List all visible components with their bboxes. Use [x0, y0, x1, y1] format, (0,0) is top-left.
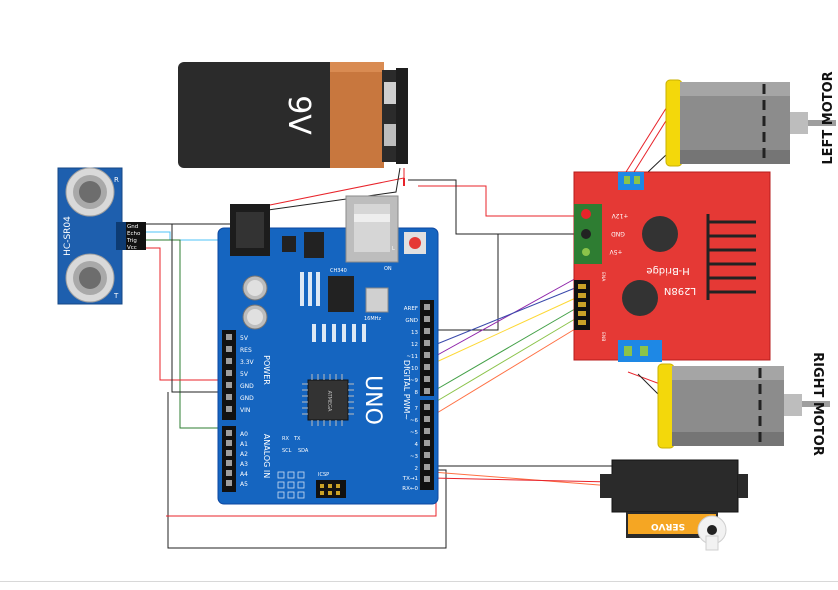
- arduino-analog-pin: A2: [240, 451, 248, 458]
- wire-enb: [432, 326, 580, 416]
- arduino-digital-pin: RX←0: [402, 486, 418, 492]
- arduino-power-pin: 5V: [240, 371, 249, 378]
- right-motor-label: RIGHT MOTOR: [810, 352, 825, 456]
- arduino-power-pin: 5V: [240, 335, 249, 342]
- arduino-aux-label: TX: [293, 436, 301, 442]
- arduino-analog-pin: A3: [240, 461, 248, 468]
- arduino-aux-label: CH340: [330, 268, 347, 274]
- battery-9v: 9V: [178, 62, 408, 168]
- wire-in4: [432, 316, 580, 404]
- arduino-aux-label: SDA: [298, 448, 309, 454]
- arduino-aux-label: ICSP: [318, 472, 329, 478]
- arduino-aux-label: L: [392, 246, 395, 252]
- arduino-digital-pin: ~11: [406, 354, 418, 360]
- driver-power-pin-12v: +12V: [611, 212, 629, 219]
- battery-voltage-label: 9V: [281, 95, 316, 135]
- arduino-analog-header-label: ANALOG IN: [262, 434, 271, 479]
- driver-jumper-ena: ENA: [600, 272, 606, 282]
- arduino-digital-pin: ~10: [406, 366, 418, 372]
- ultrasonic-pin-echo: Echo: [127, 231, 141, 237]
- arduino-power-pin: 3.3V: [240, 359, 255, 366]
- wire-left-motor-1: [626, 102, 670, 172]
- arduino-aux-label: RX: [282, 436, 289, 442]
- arduino-aux-label: 16MHz: [364, 316, 381, 322]
- arduino-power-pin: GND: [240, 383, 254, 390]
- arduino-digital-pin: 8: [415, 390, 419, 396]
- ultrasonic-side-r: R: [114, 176, 119, 184]
- arduino-digital-pin: ~3: [410, 454, 419, 460]
- driver-power-pin-gnd: GND: [611, 230, 625, 237]
- ultrasonic-model-label: HC-SR04: [63, 216, 73, 256]
- wire-gnd-arduino: [436, 234, 498, 330]
- wire-gnd-driver: [408, 180, 580, 234]
- arduino-analog-pin: A0: [240, 431, 248, 438]
- arduino-digital-pin: AREF: [404, 306, 418, 312]
- arduino-analog-pin: A1: [240, 441, 248, 448]
- driver-power-pin-5v: +5V: [609, 248, 623, 255]
- left-motor: [666, 80, 836, 166]
- driver-name-label: L298N: [664, 285, 696, 296]
- arduino-aux-label: SCL: [282, 448, 292, 454]
- arduino-digital-pin: TX→1: [402, 476, 418, 482]
- ultrasonic-side-t: T: [113, 292, 119, 300]
- ultrasonic-pin-trig: Trig: [126, 238, 137, 244]
- wire-in1: [432, 286, 580, 346]
- arduino-digital-pin: 13: [411, 330, 418, 336]
- right-motor: [658, 364, 830, 448]
- arduino-digital-pin: GND: [405, 318, 418, 324]
- arduino-analog-pin: A5: [240, 481, 248, 488]
- arduino-ic-label: ATMEGA: [326, 391, 332, 412]
- wire-in3: [432, 306, 580, 392]
- wire-us-echo: [146, 232, 222, 240]
- arduino-board-label: UNO: [360, 375, 385, 425]
- arduino-digital-pin: 7: [415, 406, 419, 412]
- ultrasonic-pin-gnd: Gnd: [127, 224, 138, 230]
- arduino-digital-pin: 2: [415, 466, 419, 472]
- wire-servo-signal: [432, 466, 614, 478]
- arduino-digital-pin: ~5: [410, 430, 419, 436]
- arduino-aux-label: ON: [384, 266, 392, 272]
- driver-jumper-enb: ENB: [600, 332, 606, 341]
- arduino-power-pin: GND: [240, 395, 254, 402]
- arduino-analog-pin: A4: [240, 471, 248, 478]
- wire-12v: [418, 186, 578, 216]
- arduino-digital-pin: 4: [415, 442, 419, 448]
- wire-ena: [432, 276, 580, 358]
- ultrasonic-pin-vcc: Vcc: [127, 245, 137, 251]
- arduino-digital-pin: ~9: [410, 378, 419, 384]
- arduino-digital-pin: ~6: [410, 418, 419, 424]
- arduino-uno: UNO POWER ANALOG IN DIGITAL PWM~ ATMEGA …: [218, 196, 438, 504]
- l298n-driver: L298N H-Bridge +12V GND +5V ENA ENB: [574, 172, 770, 362]
- arduino-power-pin: RES: [240, 347, 252, 354]
- arduino-power-pin: VIN: [240, 407, 250, 414]
- arduino-digital-pin: 12: [411, 342, 418, 348]
- servo-label: SERVO: [651, 521, 685, 531]
- servo-motor: SERVO: [600, 460, 748, 550]
- bottom-divider: [0, 581, 838, 582]
- ultrasonic-sensor: HC-SR04 Gnd Echo Trig Vcc T R: [58, 168, 146, 304]
- driver-sub-label: H-Bridge: [646, 265, 689, 276]
- wire-right-motor-1: [628, 372, 660, 384]
- left-motor-label: LEFT MOTOR: [821, 71, 836, 164]
- arduino-power-header-label: POWER: [262, 355, 271, 385]
